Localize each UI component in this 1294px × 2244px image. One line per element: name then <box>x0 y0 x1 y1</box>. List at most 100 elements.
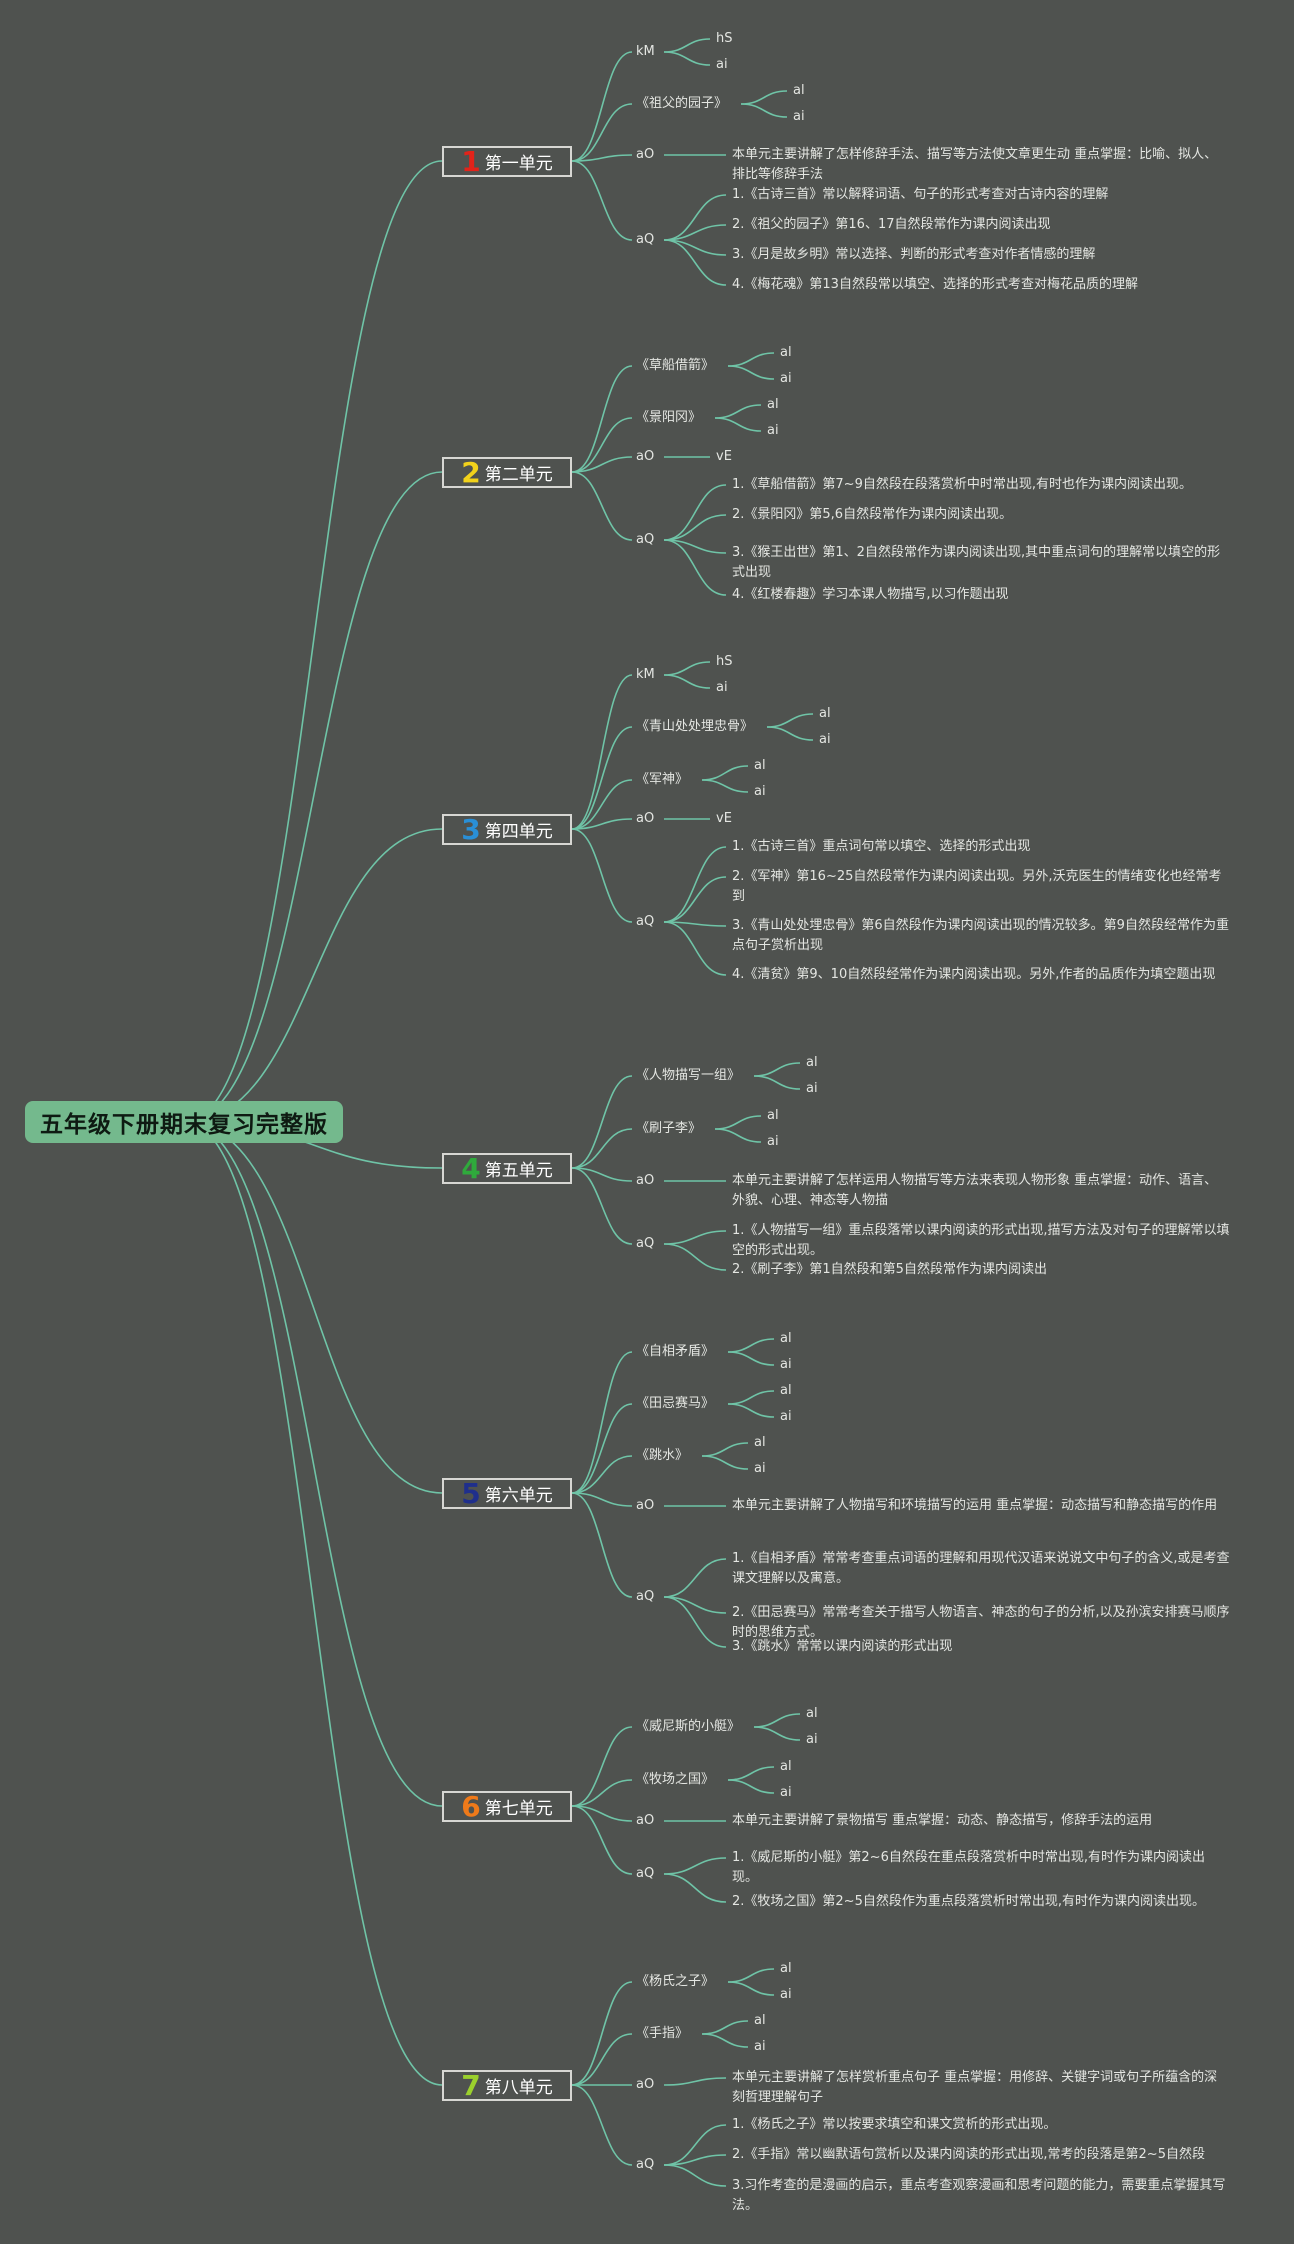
leaf-node[interactable]: 4.《梅花魂》第13自然段常以填空、选择的形式考查对梅花品质的理解 <box>732 277 1138 292</box>
leaf-node[interactable]: ai <box>767 423 779 438</box>
root-topic[interactable]: 五年级下册期末复习完整版 <box>25 1101 343 1143</box>
branch-node[interactable]: aQ <box>636 2157 655 2172</box>
leaf-node[interactable]: ai <box>819 732 831 747</box>
leaf-node[interactable]: 1.《人物描写一组》重点段落常以课内阅读的形式出现,描写方法及对句子的理解常以填… <box>732 1223 1230 1258</box>
leaf-node[interactable]: 4.《清贫》第9、10自然段经常作为课内阅读出现。另外,作者的品质作为填空题出现 <box>732 967 1216 982</box>
branch-node[interactable]: 《威尼斯的小艇》 <box>636 1719 741 1734</box>
leaf-node[interactable]: al <box>780 1961 792 1976</box>
leaf-node[interactable]: 2.《手指》常以幽默语句赏析以及课内阅读的形式出现,常考的段落是第2~5自然段 <box>732 2147 1205 2162</box>
leaf-node[interactable]: ai <box>780 1987 792 2002</box>
branch-node[interactable]: 《青山处处埋忠骨》 <box>636 719 754 734</box>
leaf-node[interactable]: al <box>754 1435 766 1450</box>
leaf-node[interactable]: ai <box>767 1134 779 1149</box>
leaf-node[interactable]: 1.《草船借箭》第7~9自然段在段落赏析中时常出现,有时也作为课内阅读出现。 <box>732 477 1192 492</box>
leaf-node[interactable]: ai <box>716 680 728 695</box>
branch-node[interactable]: kM <box>636 44 655 59</box>
leaf-node[interactable]: 3.《月是故乡明》常以选择、判断的形式考查对作者情感的理解 <box>732 247 1096 262</box>
connector <box>727 1351 775 1366</box>
leaf-node[interactable]: ai <box>754 2039 766 2054</box>
leaf-node[interactable]: 2.《祖父的园子》第16、17自然段常作为课内阅读出现 <box>732 217 1051 232</box>
leaf-node[interactable]: 本单元主要讲解了怎样赏析重点句子 重点掌握：用修辞、关键字词或句子所蕴含的深刻哲… <box>732 2070 1218 2105</box>
leaf-node[interactable]: al <box>780 1383 792 1398</box>
branch-node[interactable]: 《跳水》 <box>636 1448 689 1463</box>
leaf-node[interactable]: ai <box>780 371 792 386</box>
leaf-node[interactable]: al <box>819 706 831 721</box>
branch-node[interactable]: 《祖父的园子》 <box>636 96 728 111</box>
leaf-node[interactable]: 2.《景阳冈》第5,6自然段常作为课内阅读出现。 <box>732 507 1013 522</box>
leaf-node[interactable]: 2.《刷子李》第1自然段和第5自然段常作为课内阅读出 <box>732 1262 1047 1277</box>
leaf-node[interactable]: al <box>767 1108 779 1123</box>
branch-node[interactable]: 《草船借箭》 <box>636 358 715 373</box>
branch-node[interactable]: 《田忌赛马》 <box>636 1396 715 1411</box>
branch-node[interactable]: aQ <box>636 232 655 247</box>
leaf-node[interactable]: al <box>780 1331 792 1346</box>
leaf-node[interactable]: al <box>806 1706 818 1721</box>
leaf-node[interactable]: ai <box>780 1785 792 1800</box>
branch-node[interactable]: 《景阳冈》 <box>636 410 702 425</box>
branch-node[interactable]: aO <box>636 811 655 826</box>
branch-node[interactable]: 《刷子李》 <box>636 1121 702 1136</box>
leaf-node[interactable]: vE <box>716 449 732 464</box>
leaf-node[interactable]: ai <box>806 1081 818 1096</box>
leaf-node[interactable]: 1.《古诗三首》常以解释词语、句子的形式考查对古诗内容的理解 <box>732 187 1109 202</box>
leaf-node[interactable]: 1.《古诗三首》重点词句常以填空、选择的形式出现 <box>732 839 1031 854</box>
branch-node[interactable]: aQ <box>636 532 655 547</box>
leaf-node[interactable]: 4.《红楼春趣》学习本课人物描写,以习作题出现 <box>732 587 1009 602</box>
leaf-node[interactable]: ai <box>780 1409 792 1424</box>
leaf-node[interactable]: ai <box>780 1357 792 1372</box>
branch-node[interactable]: aO <box>636 1498 655 1513</box>
leaf-node[interactable]: 1.《自相矛盾》常常考查重点词语的理解和用现代汉语来说说文中句子的含义,或是考查… <box>732 1551 1230 1586</box>
leaf-node[interactable]: al <box>754 2013 766 2028</box>
leaf-node[interactable]: ai <box>754 1461 766 1476</box>
branch-node[interactable]: aQ <box>636 1866 655 1881</box>
branch-node[interactable]: aQ <box>636 914 655 929</box>
leaf-node[interactable]: hS <box>716 31 733 46</box>
branch-node[interactable]: 《牧场之国》 <box>636 1772 715 1787</box>
branch-node[interactable]: aO <box>636 449 655 464</box>
branch-node[interactable]: 《手指》 <box>636 2026 689 2041</box>
branch-node[interactable]: aQ <box>636 1236 655 1251</box>
leaf-node[interactable]: ai <box>716 57 728 72</box>
branch-node[interactable]: kM <box>636 667 655 682</box>
branch-node[interactable]: 《自相矛盾》 <box>636 1344 715 1359</box>
leaf-node[interactable]: vE <box>716 811 732 826</box>
branch-node[interactable]: aQ <box>636 1589 655 1604</box>
leaf-node[interactable]: al <box>754 758 766 773</box>
leaf-node[interactable]: al <box>793 83 805 98</box>
leaf-node[interactable]: ai <box>754 784 766 799</box>
leaf-node[interactable]: 3.习作考查的是漫画的启示，重点考查观察漫画和思考问题的能力，需要重点掌握其写法… <box>732 2178 1226 2213</box>
leaf-node[interactable]: 3.《猴王出世》第1、2自然段常作为课内阅读出现,其中重点词句的理解常以填空的形… <box>732 545 1221 580</box>
leaf-node[interactable]: 1.《威尼斯的小艇》第2~6自然段在重点段落赏析中时常出现,有时作为课内阅读出现… <box>732 1850 1205 1885</box>
leaf-node[interactable]: hS <box>716 654 733 669</box>
branch-node[interactable]: 《杨氏之子》 <box>636 1974 715 1989</box>
leaf-node[interactable]: 3.《青山处处埋忠骨》第6自然段作为课内阅读出现的情况较多。第9自然段经常作为重… <box>732 918 1229 953</box>
leaf-node[interactable]: 2.《田忌赛马》常常考查关于描写人物语言、神态的句子的分析,以及孙滨安排赛马顺序… <box>732 1605 1230 1640</box>
leaf-node[interactable]: 2.《牧场之国》第2~5自然段作为重点段落赏析时常出现,有时作为课内阅读出现。 <box>732 1894 1205 1909</box>
leaf-node[interactable]: 3.《跳水》常常以课内阅读的形式出现 <box>732 1639 953 1654</box>
branch-node[interactable]: aO <box>636 1813 655 1828</box>
leaf-node[interactable]: ai <box>793 109 805 124</box>
leaf-node[interactable]: al <box>767 397 779 412</box>
leaf-node[interactable]: 本单元主要讲解了怎样运用人物描写等方法来表现人物形象 重点掌握：动作、语言、外貌… <box>732 1173 1218 1208</box>
leaf-node[interactable]: ai <box>806 1732 818 1747</box>
leaf-node[interactable]: al <box>780 1759 792 1774</box>
leaf-node[interactable]: 本单元主要讲解了人物描写和环境描写的运用 重点掌握：动态描写和静态描写的作用 <box>732 1498 1218 1513</box>
leaf-node[interactable]: 1.《杨氏之子》常以按要求填空和课文赏析的形式出现。 <box>732 2117 1057 2132</box>
branch-node[interactable]: aO <box>636 1173 655 1188</box>
branch-node[interactable]: aO <box>636 2077 655 2092</box>
branch-node[interactable]: 《人物描写一组》 <box>636 1068 741 1083</box>
leaf-node[interactable]: 本单元主要讲解了怎样修辞手法、描写等方法使文章更生动 重点掌握：比喻、拟人、排比… <box>732 147 1218 182</box>
leaf-node[interactable]: 本单元主要讲解了景物描写 重点掌握：动态、静态描写，修辞手法的运用 <box>732 1813 1153 1828</box>
leaf-node[interactable]: al <box>780 345 792 360</box>
leaf-node[interactable]: al <box>806 1055 818 1070</box>
branch-node[interactable]: 《军神》 <box>636 772 689 787</box>
branch-node[interactable]: aO <box>636 147 655 162</box>
leaf-node[interactable]: 2.《军神》第16~25自然段常作为课内阅读出现。另外,沃克医生的情绪变化也经常… <box>732 869 1222 904</box>
